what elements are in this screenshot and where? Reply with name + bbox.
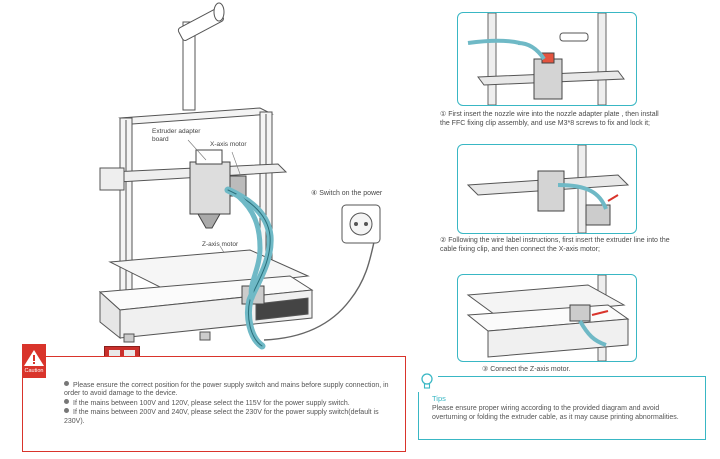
step-3-text: ③ Connect the Z-axis motor. bbox=[482, 366, 571, 373]
panel-step-1 bbox=[457, 12, 637, 106]
printer-illustration bbox=[98, 2, 375, 350]
tips-text: Please ensure proper wiring according to… bbox=[432, 405, 679, 421]
spool-holder-post bbox=[182, 21, 196, 111]
power-cord bbox=[263, 241, 375, 341]
caution-box bbox=[22, 356, 406, 452]
label-extruder-adapter-board: Extruder adapter board bbox=[152, 128, 201, 143]
step-1-text: ① First insert the nozzle wire into the … bbox=[440, 111, 659, 127]
caution-item: If the mains between 200V and 240V, plea… bbox=[64, 408, 379, 425]
panel-step-3 bbox=[457, 274, 637, 362]
caution-item: Please ensure the correct position for t… bbox=[64, 381, 389, 398]
extruder-body bbox=[189, 161, 231, 215]
caution-item: If the mains between 100V and 120V, plea… bbox=[64, 398, 400, 408]
warning-icon bbox=[24, 350, 44, 366]
label-x-axis-motor: X-axis motor bbox=[210, 141, 247, 148]
tips-title: Tips bbox=[432, 394, 446, 403]
caution-list: Please ensure the correct position for t… bbox=[64, 381, 400, 426]
tips-box bbox=[418, 376, 706, 440]
x-motor-left bbox=[99, 167, 125, 191]
top-frame-bar bbox=[118, 107, 274, 125]
caution-tab: Caution bbox=[22, 344, 46, 378]
wall-outlet bbox=[341, 204, 381, 244]
caution-title: Caution bbox=[24, 368, 44, 374]
spool-holder-cap bbox=[213, 2, 225, 22]
x-motor-cable bbox=[235, 193, 263, 301]
panel-step-2 bbox=[457, 144, 637, 234]
step-switch-power: ④ Switch on the power bbox=[311, 190, 383, 197]
lightbulb-icon bbox=[416, 370, 438, 392]
step-2-text: ② Following the wire label instructions,… bbox=[440, 237, 670, 253]
label-z-axis-motor: Z-axis motor bbox=[202, 241, 239, 248]
display-panel bbox=[255, 297, 309, 321]
